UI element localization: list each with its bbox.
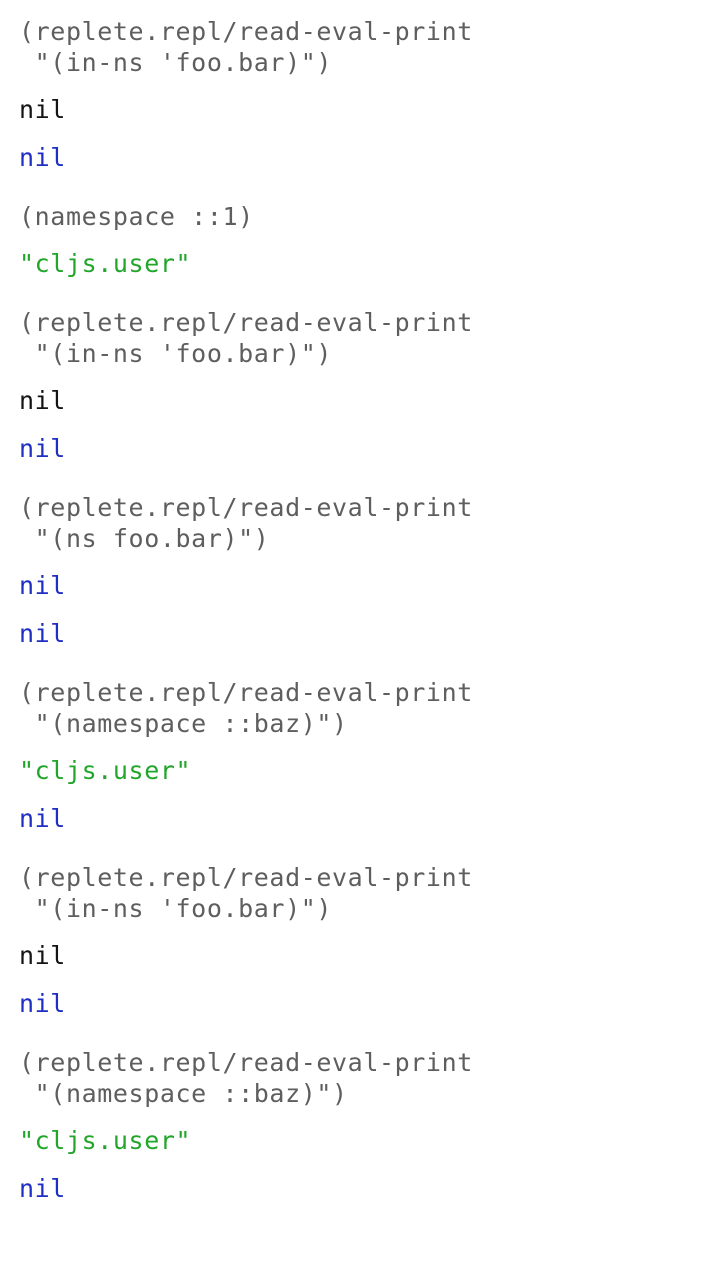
repl-entry: (replete.repl/read-eval-print "(ns foo.b… [19,492,699,677]
repl-input-line[interactable]: "(in-ns 'foo.bar)") [19,48,333,77]
repl-output-line: "cljs.user" [19,756,192,785]
repl-input-line[interactable]: (replete.repl/read-eval-print [19,493,473,522]
repl-input-line[interactable]: (replete.repl/read-eval-print [19,863,473,892]
repl-result-line: nil [19,143,66,172]
repl-input-line[interactable]: "(in-ns 'foo.bar)") [19,894,333,923]
repl-input-line[interactable]: "(in-ns 'foo.bar)") [19,339,333,368]
repl-result-line: nil [19,804,66,833]
repl-input-line[interactable]: (replete.repl/read-eval-print [19,308,473,337]
repl-input-line[interactable]: (replete.repl/read-eval-print [19,678,473,707]
repl-input-line[interactable]: "(ns foo.bar)") [19,524,270,553]
repl-history: (replete.repl/read-eval-print "(in-ns 'f… [19,16,699,1204]
repl-input-line[interactable]: (replete.repl/read-eval-print [19,17,473,46]
repl-entry: (replete.repl/read-eval-print "(namespac… [19,1047,699,1204]
repl-input-line[interactable]: "(namespace ::baz)") [19,709,348,738]
repl-entry: (namespace ::1) "cljs.user" [19,201,699,307]
repl-result-line: nil [19,989,66,1018]
repl-output-line: nil [19,571,66,600]
repl-entry: (replete.repl/read-eval-print "(namespac… [19,677,699,862]
repl-result-line: "cljs.user" [19,249,192,278]
repl-output-line: nil [19,941,66,970]
repl-input-line[interactable]: (namespace ::1) [19,202,254,231]
repl-output-line: nil [19,95,66,124]
repl-result-line: nil [19,619,66,648]
repl-entry: (replete.repl/read-eval-print "(in-ns 'f… [19,16,699,201]
repl-entry: (replete.repl/read-eval-print "(in-ns 'f… [19,307,699,492]
repl-input-line[interactable]: "(namespace ::baz)") [19,1079,348,1108]
repl-input-line[interactable]: (replete.repl/read-eval-print [19,1048,473,1077]
repl-entry: (replete.repl/read-eval-print "(in-ns 'f… [19,862,699,1047]
repl-output-line: "cljs.user" [19,1126,192,1155]
repl-result-line: nil [19,1174,66,1203]
repl-output-line: nil [19,386,66,415]
repl-result-line: nil [19,434,66,463]
